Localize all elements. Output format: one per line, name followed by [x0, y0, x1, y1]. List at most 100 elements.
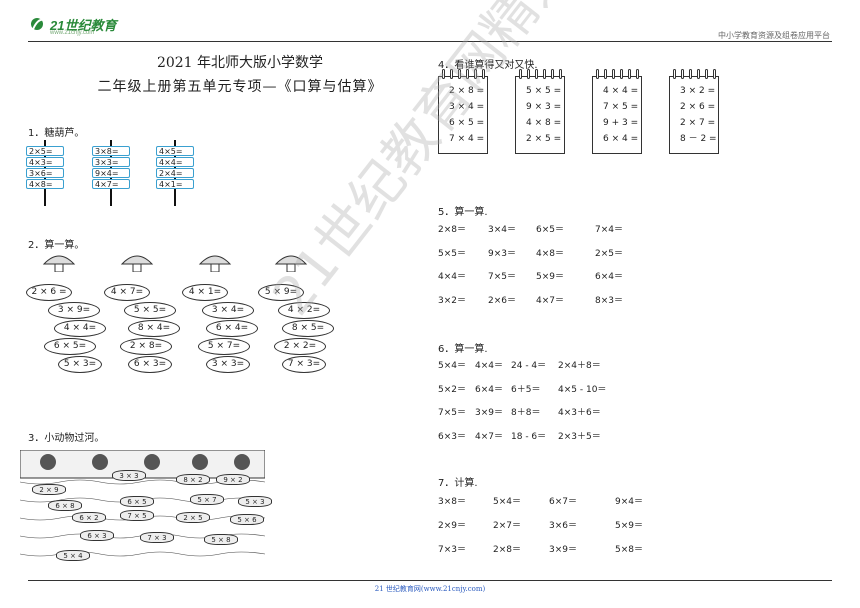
haw-item: 2×5= [26, 146, 64, 156]
calc-expression: 2×3＋5＝ [558, 431, 601, 442]
mushroom-expression: 5 × 3= [58, 356, 102, 373]
footer-divider [28, 580, 832, 581]
spiral-binding [670, 69, 718, 79]
calc-expression: 6×7＝ [549, 497, 577, 507]
calc-expression: 2×5＝ [595, 248, 623, 259]
river-stone: 5 × 7 [190, 494, 224, 505]
calc-expression: 6×4＝ [475, 384, 503, 395]
card-expression: 6 × 5 = [449, 118, 485, 128]
calc-expression: 8＋8＝ [511, 408, 541, 418]
calc-expression: 3×8＝ [438, 497, 466, 507]
section-3-label: 3．小动物过河。 [28, 433, 105, 444]
notepad-cards-area: 2 × 8 = 3 × 4 = 6 × 5 = 7 × 4 = 5 × 5 = 9 × 3… [438, 69, 738, 166]
mushroom-expression: 4 × 7= [104, 284, 150, 301]
haw-item: 4×3= [26, 157, 64, 167]
calc-expression: 4×7＝ [536, 295, 564, 306]
haw-item: 3×6= [26, 168, 64, 178]
mushroom-expression: 3 × 4= [202, 302, 254, 319]
card-expression: 7 × 4 = [449, 134, 485, 144]
section-7-grid: 3×8＝5×4＝6×7＝9×4＝2×9＝2×7＝3×6＝5×9＝7×3＝2×8＝… [438, 494, 698, 564]
calc-expression: 5×8＝ [615, 545, 643, 555]
page-title: 2021 年北师大版小学数学 [156, 55, 324, 71]
river-stone: 6 × 8 [48, 500, 82, 511]
calc-expression: 5×2＝ [438, 384, 466, 395]
calc-expression: 3×6＝ [549, 521, 577, 531]
haw-item: 4×5= [156, 146, 194, 156]
spiral-binding [439, 69, 487, 79]
mushroom-expression: 2 × 2= [274, 338, 326, 355]
card-expression: 4 × 4 = [603, 86, 639, 96]
calc-expression: 4×3＋6＝ [558, 408, 601, 418]
logo-icon [31, 18, 45, 33]
mushroom-expression: 6 × 5= [44, 338, 96, 355]
notepad-card: 3 × 2 =2 × 6 =2 × 7 =8 － 2 = [669, 69, 719, 154]
card-expression: 3 × 4 = [449, 102, 485, 112]
card-expression: 2 × 7 = [680, 118, 716, 128]
river-stone: 6 × 3 [80, 530, 114, 541]
calc-expression: 6×4＝ [595, 272, 623, 282]
mushroom-icon [42, 255, 76, 272]
river-stone: 6 × 5 [120, 496, 154, 507]
river-stone: 6 × 2 [72, 512, 106, 523]
river-stone: 5 × 4 [56, 550, 90, 561]
haw-item: 4×4= [156, 157, 194, 167]
section-5-label: 5．算一算. [438, 207, 488, 218]
calc-expression: 6×5＝ [536, 225, 564, 235]
calc-expression: 2×6＝ [488, 295, 516, 306]
river-stone: 9 × 2 [216, 474, 250, 485]
river-stone: 7 × 5 [120, 510, 154, 521]
section-1-label: 1．糖葫芦。 [28, 128, 85, 139]
section-6-grid: 5×4＝4×4＝24 - 4＝2×4＋8＝5×2＝6×4＝6＋5＝4×5 - 1… [438, 358, 698, 454]
notepad-card: 4 × 4 =7 × 5 =9 + 3 =6 × 4 = [592, 69, 642, 154]
river-stone: 5 × 6 [230, 514, 264, 525]
calc-expression: 4×7＝ [475, 431, 503, 442]
calc-expression: 3×2＝ [438, 295, 466, 306]
calc-expression: 2×7＝ [493, 521, 521, 531]
calc-expression: 2×9＝ [438, 521, 466, 531]
calc-expression: 4×8＝ [536, 248, 564, 259]
mushroom-chains-area: 2 × 6 =3 × 9=4 × 4=6 × 5=5 × 3=4 × 7=5 ×… [26, 252, 334, 382]
mushroom-expression: 2 × 6 = [26, 284, 72, 301]
card-expression: 5 × 5 = [526, 86, 562, 96]
card-expression: 9 × 3 = [526, 102, 562, 112]
river-stone: 5 × 8 [204, 534, 238, 545]
river-stone: 5 × 3 [238, 496, 272, 507]
river-stone: 3 × 3 [112, 470, 146, 481]
card-expression: 2 × 8 = [449, 86, 485, 96]
section-2-label: 2．算一算。 [28, 240, 85, 251]
card-expression: 7 × 5 = [603, 102, 639, 112]
card-expression: 4 × 8 = [526, 118, 562, 128]
calc-expression: 8×3＝ [595, 295, 623, 306]
section-6-label: 6．算一算. [438, 344, 488, 355]
card-expression: 9 + 3 = [603, 118, 639, 128]
calc-expression: 9×3＝ [488, 248, 516, 259]
calc-expression: 4×4＝ [438, 272, 466, 282]
mushroom-expression: 4 × 4= [54, 320, 106, 337]
calc-expression: 5×5＝ [438, 248, 466, 259]
haw-item: 4×7= [92, 179, 130, 189]
mushroom-expression: 8 × 4= [128, 320, 180, 337]
mushroom-expression: 4 × 2= [278, 302, 330, 319]
river-stone: 2 × 5 [176, 512, 210, 523]
section-7-label: 7．计算. [438, 478, 478, 489]
calc-expression: 6×3＝ [438, 431, 466, 442]
haw-item: 3×8= [92, 146, 130, 156]
haw-item: 4×8= [26, 179, 64, 189]
calc-expression: 24 - 4＝ [511, 361, 547, 371]
haw-item: 4×1= [156, 179, 194, 189]
calc-expression: 4×4＝ [475, 361, 503, 371]
calc-expression: 2×8＝ [493, 545, 521, 555]
calc-expression: 7×4＝ [595, 225, 623, 235]
mushroom-expression: 6 × 3= [128, 356, 172, 373]
calc-expression: 3×4＝ [488, 225, 516, 235]
logo-url: www.21cnjy.com [50, 30, 95, 36]
card-expression: 2 × 6 = [680, 102, 716, 112]
spiral-binding [593, 69, 641, 79]
header-platform-text: 中小学教育资源及组卷应用平台 [718, 31, 830, 40]
card-expression: 2 × 5 = [526, 134, 562, 144]
mushroom-icon [274, 255, 308, 272]
calc-expression: 5×4＝ [438, 361, 466, 371]
mushroom-expression: 5 × 9= [258, 284, 304, 301]
section-4-label: 4．看谁算得又对又快. [438, 60, 538, 71]
